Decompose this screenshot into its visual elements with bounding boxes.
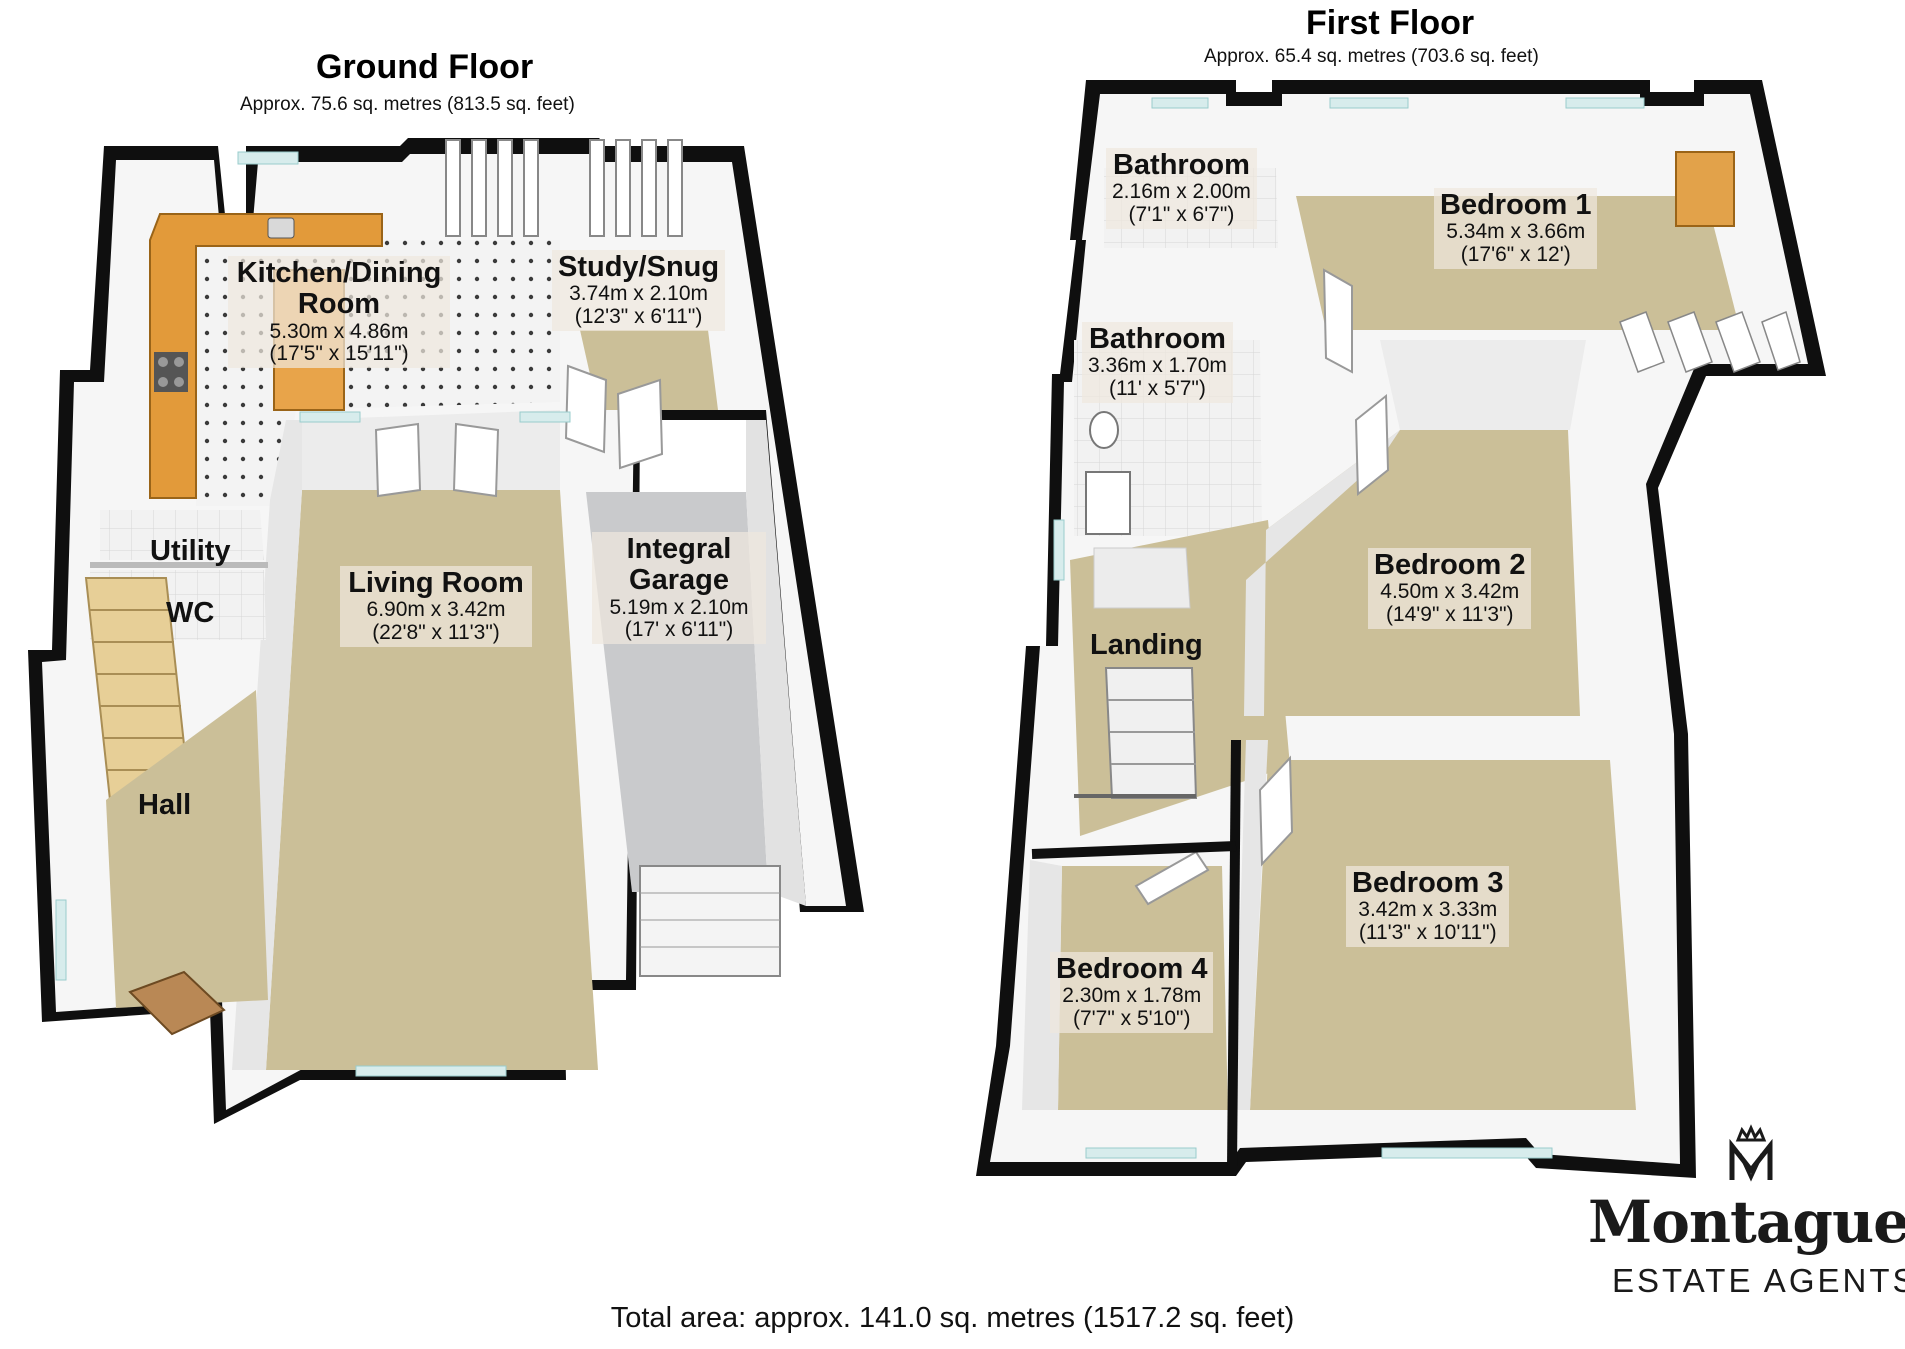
room-dimensions: 2.16m x 2.00m — [1112, 180, 1251, 204]
room-name: Kitchen/Dining Room — [236, 257, 442, 321]
study-snug-floor — [580, 330, 718, 410]
room-label-living-room: Living Room 6.90m x 3.42m (22'8" x 11'3"… — [340, 566, 532, 647]
room-label-utility: Utility — [144, 534, 237, 569]
staircase-icon — [1074, 667, 1198, 799]
room-dimensions: 5.30m x 4.86m — [269, 319, 409, 343]
room-dimensions-imperial: (17'5" x 15'11") — [269, 342, 409, 366]
room-dimensions: 3.74m x 2.10m — [569, 282, 708, 306]
room-dimensions: 3.36m x 1.70m — [1088, 354, 1227, 378]
room-name: Bedroom 4 — [1056, 953, 1208, 985]
room-name: Bedroom 1 — [1440, 189, 1592, 221]
washbasin-icon — [1089, 411, 1119, 449]
room-dimensions-imperial: (11'3" x 10'11") — [1358, 920, 1497, 944]
room-dimensions: 5.34m x 3.66m — [1446, 220, 1586, 244]
room-name: Bedroom 2 — [1374, 549, 1526, 581]
room-label-bedroom-2: Bedroom 2 4.50m x 3.42m (14'9" x 11'3") — [1368, 548, 1532, 629]
bedroom-1-door-icon — [1322, 268, 1353, 374]
room-dimensions-imperial: (22'8" x 11'3") — [372, 620, 500, 644]
room-name: Bathroom — [1112, 149, 1250, 181]
wardrobe-doors-icon — [1619, 310, 1801, 373]
room-dimensions-imperial: (7'1" x 6'7") — [1128, 202, 1235, 226]
ground-floor-area: Approx. 75.6 sq. metres (813.5 sq. feet) — [240, 94, 575, 115]
bedroom-3-side-wall — [1234, 740, 1268, 1110]
room-name: Living Room — [348, 567, 524, 599]
shower-icon — [1085, 471, 1131, 535]
hall-floor — [106, 690, 268, 1008]
brand-name: Montagues — [1588, 1188, 1905, 1256]
wardrobe-icon — [1675, 151, 1735, 227]
bedroom-4-door-icon — [1134, 850, 1210, 906]
window-icon — [1053, 97, 1645, 1159]
room-name: Hall — [138, 789, 192, 821]
room-label-integral-garage: Integral Garage 5.19m x 2.10m (17' x 6'1… — [592, 532, 766, 644]
room-label-kitchen-dining: Kitchen/Dining Room 5.30m x 4.86m (17'5"… — [228, 256, 450, 368]
room-label-hall: Hall — [132, 788, 197, 823]
total-area: Total area: approx. 141.0 sq. metres (15… — [610, 1302, 1295, 1334]
room-dimensions: 6.90m x 3.42m — [366, 598, 506, 622]
sink-icon — [267, 217, 295, 239]
room-name: Bedroom 3 — [1352, 867, 1504, 899]
room-label-landing: Landing — [1084, 628, 1209, 663]
hob-icon — [154, 352, 188, 392]
room-name: Bathroom — [1088, 323, 1226, 355]
bedroom-partition-wall — [1031, 841, 1237, 859]
window-icon — [55, 151, 571, 1077]
first-floor-area: Approx. 65.4 sq. metres (703.6 sq. feet) — [1204, 46, 1539, 67]
crowned-m-logo-icon — [1729, 1124, 1773, 1182]
bedroom-2-side-wall — [1244, 430, 1400, 716]
room-dimensions-imperial: (7'7" x 5'10") — [1073, 1006, 1191, 1030]
kitchen-worktop — [149, 213, 383, 499]
living-room-door-icon — [374, 422, 500, 498]
room-dimensions-imperial: (12'3" x 6'11") — [574, 304, 703, 328]
bedroom-2-door-icon — [1354, 393, 1390, 497]
utility-floor — [100, 510, 264, 560]
room-dimensions-imperial: (17' x 6'11") — [624, 618, 734, 642]
garage-door-icon — [639, 865, 781, 977]
study-door-icon — [564, 364, 664, 470]
room-dimensions-imperial: (14'9" x 11'3") — [1385, 602, 1514, 626]
room-dimensions-imperial: (17'6" x 12') — [1460, 242, 1571, 266]
ground-floor-title: Ground Floor — [316, 48, 534, 86]
room-dimensions: 3.42m x 3.33m — [1358, 898, 1498, 922]
room-dimensions: 2.30m x 1.78m — [1062, 984, 1202, 1008]
bifold-doors-icon — [445, 139, 683, 237]
room-dimensions-imperial: (11' x 5'7") — [1109, 376, 1206, 400]
room-label-bathroom-top: Bathroom 2.16m x 2.00m (7'1" x 6'7") — [1106, 148, 1257, 229]
staircase-icon — [84, 577, 192, 801]
room-label-bedroom-1: Bedroom 1 5.34m x 3.66m (17'6" x 12') — [1434, 188, 1598, 269]
bedroom-3-door-icon — [1258, 755, 1294, 867]
room-name: WC — [166, 597, 215, 629]
room-label-bathroom-middle: Bathroom 3.36m x 1.70m (11' x 5'7") — [1082, 322, 1233, 403]
room-dimensions: 4.50m x 3.42m — [1380, 580, 1520, 604]
room-label-wc: WC — [160, 596, 220, 631]
landing-cupboard — [1093, 547, 1191, 609]
room-label-study-snug: Study/Snug 3.74m x 2.10m (12'3" x 6'11") — [552, 250, 726, 331]
room-name: Integral Garage — [626, 533, 732, 597]
front-door-icon — [128, 970, 226, 1036]
first-floor-title: First Floor — [1306, 4, 1475, 42]
room-name: Study/Snug — [558, 251, 720, 283]
bedroom-partition-wall — [1227, 739, 1241, 1169]
room-name: Utility — [150, 535, 231, 567]
room-label-bedroom-3: Bedroom 3 3.42m x 3.33m (11'3" x 10'11") — [1346, 866, 1510, 947]
room-label-bedroom-4: Bedroom 4 2.30m x 1.78m (7'7" x 5'10") — [1050, 952, 1214, 1033]
room-dimensions: 5.19m x 2.10m — [609, 595, 749, 619]
bedroom-4-side-wall — [1022, 860, 1062, 1110]
room-name: Landing — [1090, 629, 1203, 661]
brand-tagline: ESTATE AGENTS — [1612, 1262, 1905, 1299]
bedroom-2-back-wall — [1380, 340, 1586, 430]
